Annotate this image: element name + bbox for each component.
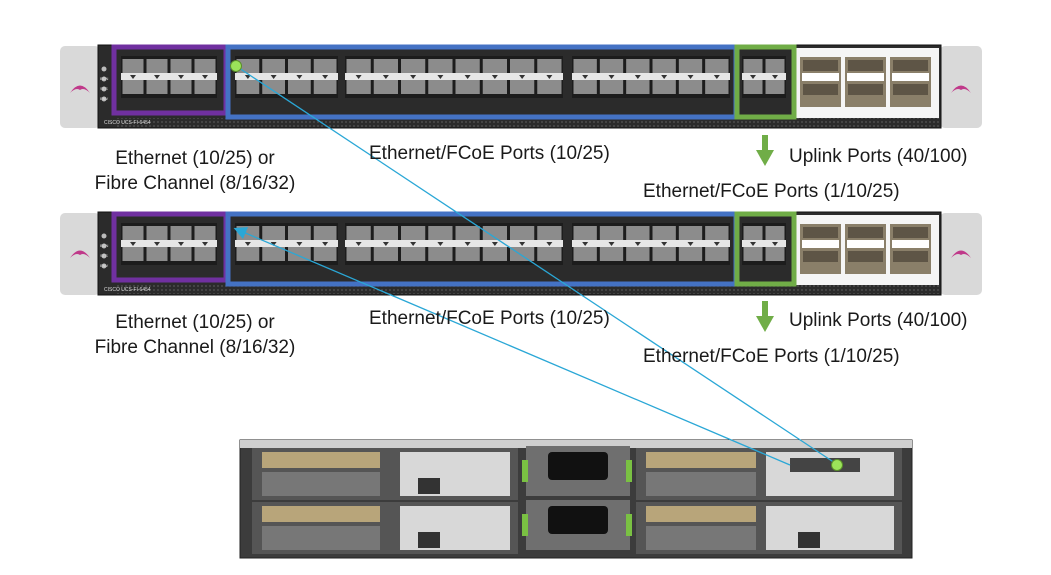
server-chassis bbox=[239, 439, 913, 559]
label-eth-fcoe-10-25: Ethernet/FCoE Ports (10/25) bbox=[369, 143, 610, 164]
sfp-port-block-4 bbox=[572, 223, 730, 265]
label-eth-fcoe-1-10-25: Ethernet/FCoE Ports (1/10/25) bbox=[643, 181, 900, 202]
label-eth-fcoe-1-10-25: Ethernet/FCoE Ports (1/10/25) bbox=[643, 346, 900, 367]
label-eth-fcoe-10-25: Ethernet/FCoE Ports (10/25) bbox=[369, 308, 610, 329]
connector-lines bbox=[230, 60, 843, 471]
server-node-top-left bbox=[252, 448, 518, 500]
led-label-env: ENV bbox=[100, 96, 109, 101]
qsfp-uplink-ports bbox=[800, 224, 931, 274]
sfp-port-block-5 bbox=[742, 56, 786, 98]
sfp-port-block-3 bbox=[345, 56, 563, 98]
connection-endpoint-switch-1 bbox=[230, 60, 242, 72]
server-node-bottom-right bbox=[636, 502, 902, 554]
group-eth-fcoe-1-10-25-ports bbox=[734, 44, 797, 120]
power-supply-bottom bbox=[522, 500, 632, 550]
label-uplink-ports: Uplink Ports (40/100) bbox=[789, 146, 968, 167]
label-fc-unified-line1: Ethernet (10/25) or bbox=[115, 148, 275, 169]
group-eth-fcoe-1-10-25-ports bbox=[734, 211, 797, 287]
server-node-bottom-left bbox=[252, 502, 518, 554]
label-fc-unified-line2: Fibre Channel (8/16/32) bbox=[94, 337, 296, 358]
connector-line-to-switch-2 bbox=[233, 227, 791, 466]
switch-model-label: CISCO UCS-FI-6454 bbox=[104, 120, 151, 126]
connector-line-to-switch-1 bbox=[235, 65, 839, 466]
status-leds bbox=[101, 66, 107, 102]
sfp-port-block-4 bbox=[572, 56, 730, 98]
sfp-port-block-2 bbox=[235, 223, 338, 265]
sfp-port-block-3 bbox=[345, 223, 563, 265]
qsfp-uplink-ports bbox=[800, 57, 931, 107]
logo-icon bbox=[70, 250, 971, 258]
led-label-sts: STS bbox=[100, 253, 108, 258]
status-leds bbox=[101, 233, 107, 269]
led-label-bcn: BCN bbox=[100, 243, 109, 248]
switch-model-label: CISCO UCS-FI-6454 bbox=[104, 287, 151, 293]
connection-endpoint-server bbox=[831, 459, 843, 471]
sfp-port-block-2 bbox=[235, 56, 338, 98]
sfp-port-block-1 bbox=[121, 223, 217, 265]
fabric-interconnect-2: BCN STS ENV CISCO UCS-FI-6454 bbox=[60, 211, 982, 296]
label-fc-unified-line2: Fibre Channel (8/16/32) bbox=[94, 173, 296, 194]
led-label-env: ENV bbox=[100, 263, 109, 268]
logo-icon bbox=[70, 85, 971, 93]
arrow-down-icon bbox=[756, 301, 774, 332]
power-supply-top bbox=[522, 446, 632, 496]
led-label-bcn: BCN bbox=[100, 76, 109, 81]
arrow-down-icon bbox=[756, 135, 774, 166]
fabric-interconnect-1: BCN STS ENV CISCO UCS-FI-6454 bbox=[60, 44, 982, 129]
sfp-port-block-5 bbox=[742, 223, 786, 265]
label-fc-unified-line1: Ethernet (10/25) or bbox=[115, 312, 275, 333]
sfp-port-block-1 bbox=[121, 56, 217, 98]
led-label-sts: STS bbox=[100, 86, 108, 91]
label-uplink-ports: Uplink Ports (40/100) bbox=[789, 310, 968, 331]
